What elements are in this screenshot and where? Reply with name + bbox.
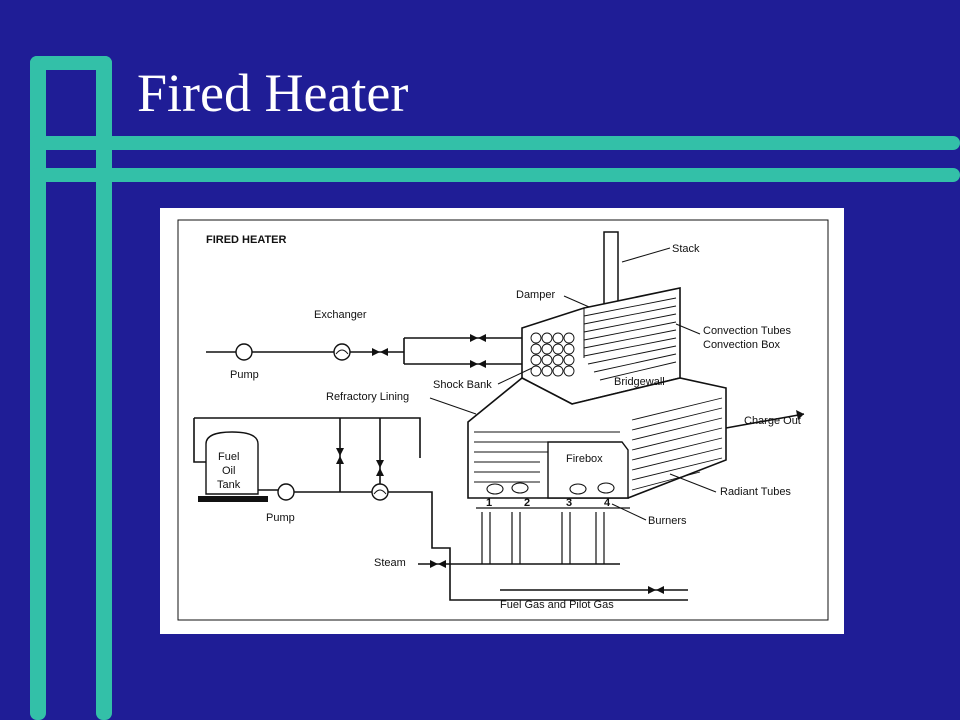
accent-bar-horizontal-upper	[30, 136, 960, 150]
leader-radiant-tubes	[669, 473, 717, 493]
exchanger-icon	[333, 343, 351, 361]
label-stack: Stack	[672, 243, 700, 255]
label-oil: Oil	[222, 465, 235, 477]
firebox	[547, 441, 629, 499]
leader-refractory-lining	[429, 397, 477, 415]
steam-line	[418, 560, 620, 568]
burner-number-3: 3	[566, 497, 572, 509]
diagram-caption: FIRED HEATER	[206, 234, 287, 246]
fuel-oil-tank	[198, 431, 268, 502]
diagram-frame	[177, 219, 829, 621]
accent-bar-left-inner	[96, 56, 112, 720]
shock-bank-tubes	[530, 332, 575, 377]
accent-bar-top-short	[30, 56, 112, 70]
diagram-canvas: FIRED HEATER Stack Damper Convection Tub…	[177, 219, 829, 621]
label-radiant-tubes: Radiant Tubes	[720, 486, 791, 498]
convection-section	[521, 287, 681, 405]
label-refractory-lining: Refractory Lining	[326, 391, 409, 403]
slide-title: Fired Heater	[137, 63, 409, 123]
pump-bottom-icon	[277, 483, 295, 501]
burner-feed-pipes	[476, 507, 630, 564]
label-exchanger: Exchanger	[314, 309, 367, 321]
burner-flames	[486, 482, 615, 495]
label-convection-tubes: Convection Tubes	[703, 325, 792, 337]
fired-heater-diagram: FIRED HEATER Stack Damper Convection Tub…	[160, 208, 844, 634]
leader-convection	[675, 323, 701, 335]
label-charge-out: Charge Out	[744, 415, 801, 427]
charge-out-arrow	[796, 410, 804, 420]
accent-bar-left-outer	[30, 56, 46, 720]
label-convection-box: Convection Box	[703, 339, 781, 351]
pump-top-icon	[235, 343, 253, 361]
leader-stack	[621, 247, 671, 263]
accent-bar-horizontal-lower	[30, 168, 960, 182]
label-fuel: Fuel	[218, 451, 239, 463]
charge-out-line	[725, 413, 805, 429]
label-bridgewall: Bridgewall	[614, 376, 665, 388]
burner-number-1: 1	[486, 497, 492, 509]
label-pump-bottom: Pump	[266, 512, 295, 524]
charge-inlet-line	[206, 334, 522, 368]
label-firebox: Firebox	[566, 453, 603, 465]
burner-number-4: 4	[604, 497, 611, 509]
burner-number-2: 2	[524, 497, 530, 509]
label-fuel-gas: Fuel Gas and Pilot Gas	[500, 599, 614, 611]
leader-shock-bank	[497, 367, 533, 385]
label-damper: Damper	[516, 289, 555, 301]
radiant-section	[467, 377, 727, 499]
label-pump-top: Pump	[230, 369, 259, 381]
label-steam: Steam	[374, 557, 406, 569]
label-shock-bank: Shock Bank	[433, 379, 492, 391]
label-burners: Burners	[648, 515, 687, 527]
leader-burners	[611, 503, 647, 521]
fuel-gas-header	[500, 586, 688, 594]
fuel-oil-circuit	[193, 417, 688, 601]
label-tank: Tank	[217, 479, 241, 491]
